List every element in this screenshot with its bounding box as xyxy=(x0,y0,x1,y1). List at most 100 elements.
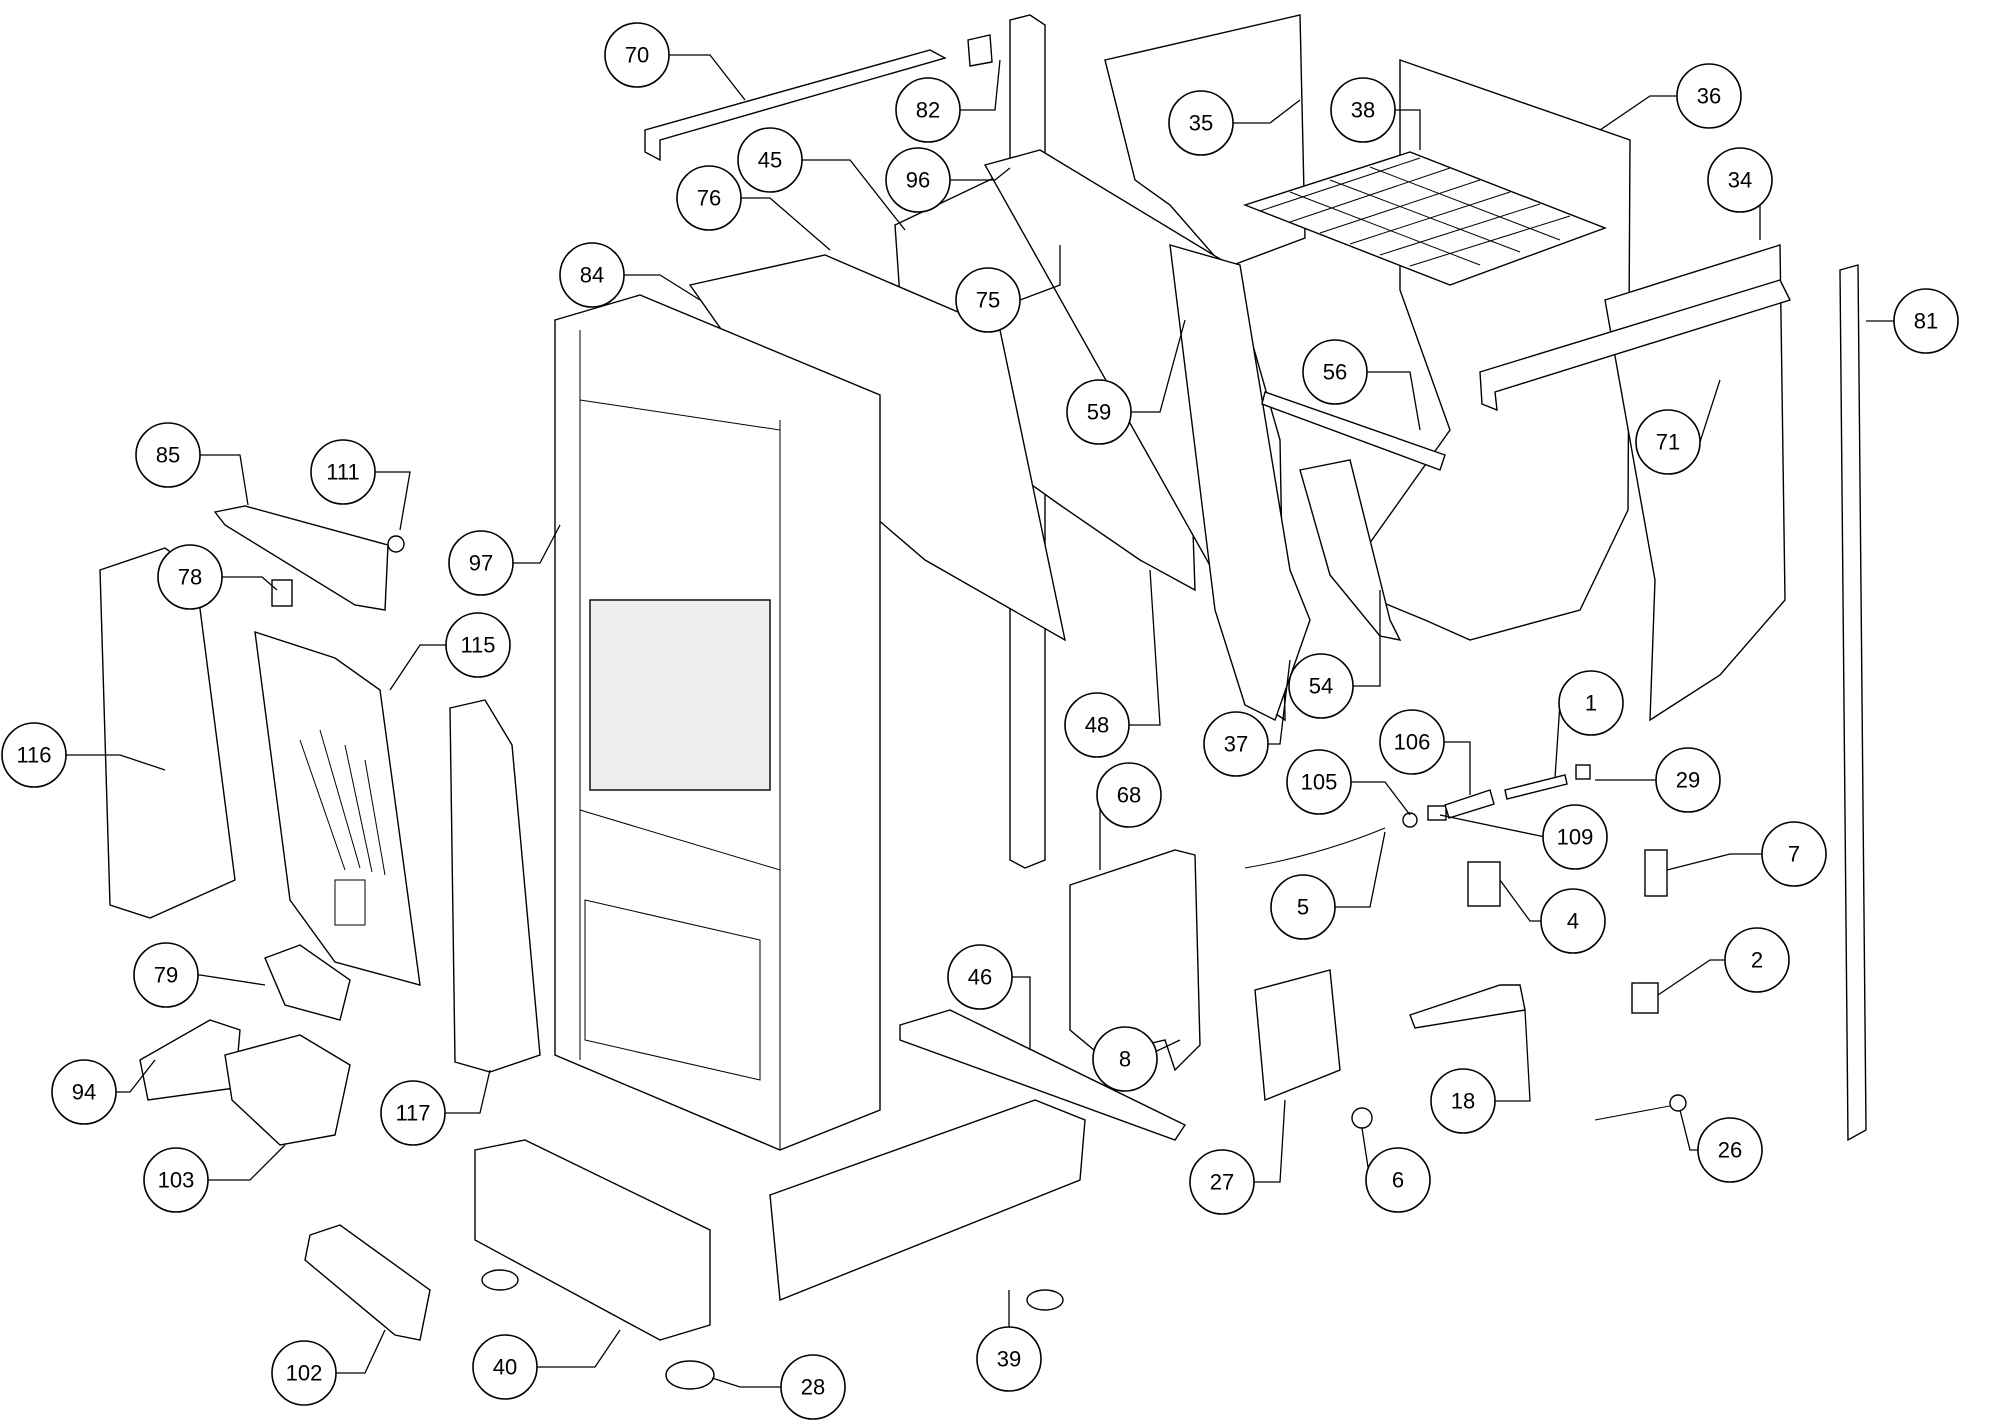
callout-circle xyxy=(1724,927,1790,993)
callout-label: 1 xyxy=(1585,691,1597,716)
callout-circle xyxy=(1096,762,1162,828)
callout-label: 56 xyxy=(1323,360,1347,385)
callout-102: 102 xyxy=(271,1340,337,1406)
callout-circle xyxy=(1893,288,1959,354)
callout-circle xyxy=(947,944,1013,1010)
callout-label: 76 xyxy=(697,186,721,211)
callout-28: 28 xyxy=(780,1354,846,1420)
callout-circle xyxy=(1558,670,1624,736)
callout-label: 37 xyxy=(1224,732,1248,757)
callout-label: 70 xyxy=(625,43,649,68)
callout-circle xyxy=(1761,821,1827,887)
callout-circle xyxy=(1286,749,1352,815)
callout-label: 111 xyxy=(326,460,359,485)
callout-label: 18 xyxy=(1451,1089,1475,1114)
callout-circle xyxy=(1697,1117,1763,1183)
callout-circle xyxy=(885,147,951,213)
part-68-bracket xyxy=(1069,849,1201,1072)
part-85-plate xyxy=(213,505,389,611)
callout-circle xyxy=(1302,339,1368,405)
callout-34: 34 xyxy=(1707,147,1773,213)
callout-35: 35 xyxy=(1168,90,1234,156)
callout-117: 117 xyxy=(380,1080,446,1146)
part-6-sensor xyxy=(1351,1107,1373,1129)
part-78-clip xyxy=(271,579,293,607)
callout-label: 85 xyxy=(156,443,180,468)
callout-label: 2 xyxy=(1751,948,1763,973)
callout-label: 81 xyxy=(1914,309,1938,334)
callout-40: 40 xyxy=(472,1334,538,1400)
callout-36: 36 xyxy=(1676,63,1742,129)
callout-label: 117 xyxy=(395,1101,430,1126)
callout-4: 4 xyxy=(1540,888,1606,954)
callout-circle xyxy=(51,1059,117,1125)
part-115-door-casting xyxy=(254,630,421,986)
callout-116: 116 xyxy=(1,722,67,788)
callout-label: 97 xyxy=(469,551,493,576)
callout-97: 97 xyxy=(448,530,514,596)
part-102-plate xyxy=(304,1224,431,1341)
callout-label: 106 xyxy=(1394,730,1431,755)
part-82-bracket xyxy=(967,34,993,67)
callout-circle xyxy=(1540,888,1606,954)
callout-label: 7 xyxy=(1788,842,1800,867)
part-116-left-casting xyxy=(99,547,236,919)
callout-45: 45 xyxy=(737,127,803,193)
part-81-tall-strip xyxy=(1839,264,1867,1142)
callout-105: 105 xyxy=(1286,749,1352,815)
callout-27: 27 xyxy=(1189,1149,1255,1215)
callout-label: 29 xyxy=(1676,768,1700,793)
callout-circle xyxy=(976,1326,1042,1392)
callout-79: 79 xyxy=(133,942,199,1008)
part-71-rail xyxy=(1479,279,1791,412)
callout-label: 40 xyxy=(493,1355,517,1380)
callout-circle xyxy=(310,439,376,505)
callout-81: 81 xyxy=(1893,288,1959,354)
part-70-top-rail xyxy=(644,49,947,162)
callout-circle xyxy=(1330,77,1396,143)
part-5-wire xyxy=(1244,827,1386,869)
part-18-harness xyxy=(1409,984,1526,1029)
callout-5: 5 xyxy=(1270,874,1336,940)
callout-94: 94 xyxy=(51,1059,117,1125)
callout-circle xyxy=(604,22,670,88)
callout-56: 56 xyxy=(1302,339,1368,405)
callout-46: 46 xyxy=(947,944,1013,1010)
callout-circle xyxy=(271,1340,337,1406)
callout-circle xyxy=(737,127,803,193)
callout-circle xyxy=(1707,147,1773,213)
callout-label: 5 xyxy=(1297,895,1309,920)
callout-circle xyxy=(1270,874,1336,940)
part-79-ash-part xyxy=(264,944,351,1021)
callout-label: 68 xyxy=(1117,783,1141,808)
part-1-rod xyxy=(1504,774,1568,800)
callout-75: 75 xyxy=(955,267,1021,333)
callout-76: 76 xyxy=(676,165,742,231)
callout-circle xyxy=(895,77,961,143)
callout-109: 109 xyxy=(1542,804,1608,870)
callout-circle xyxy=(1542,804,1608,870)
callout-circle xyxy=(1189,1149,1255,1215)
callout-6: 6 xyxy=(1365,1147,1431,1213)
callout-circle xyxy=(1430,1068,1496,1134)
callout-103: 103 xyxy=(143,1147,209,1213)
callout-circle xyxy=(472,1334,538,1400)
callout-label: 59 xyxy=(1087,400,1111,425)
callout-label: 45 xyxy=(758,148,782,173)
part-105-nut xyxy=(1402,812,1418,828)
callout-label: 46 xyxy=(968,965,992,990)
callout-37: 37 xyxy=(1203,711,1269,777)
callout-circle xyxy=(955,267,1021,333)
callout-29: 29 xyxy=(1655,747,1721,813)
part-56-rod xyxy=(1261,391,1446,471)
callout-circle xyxy=(1092,1026,1158,1092)
callout-circle xyxy=(1655,747,1721,813)
parts-drawing xyxy=(99,14,1867,1390)
callout-circle xyxy=(1168,90,1234,156)
callout-label: 78 xyxy=(178,565,202,590)
part-109-fitting xyxy=(1427,805,1447,821)
callout-circle xyxy=(1066,379,1132,445)
callout-circle xyxy=(780,1354,846,1420)
callout-circle xyxy=(1064,692,1130,758)
